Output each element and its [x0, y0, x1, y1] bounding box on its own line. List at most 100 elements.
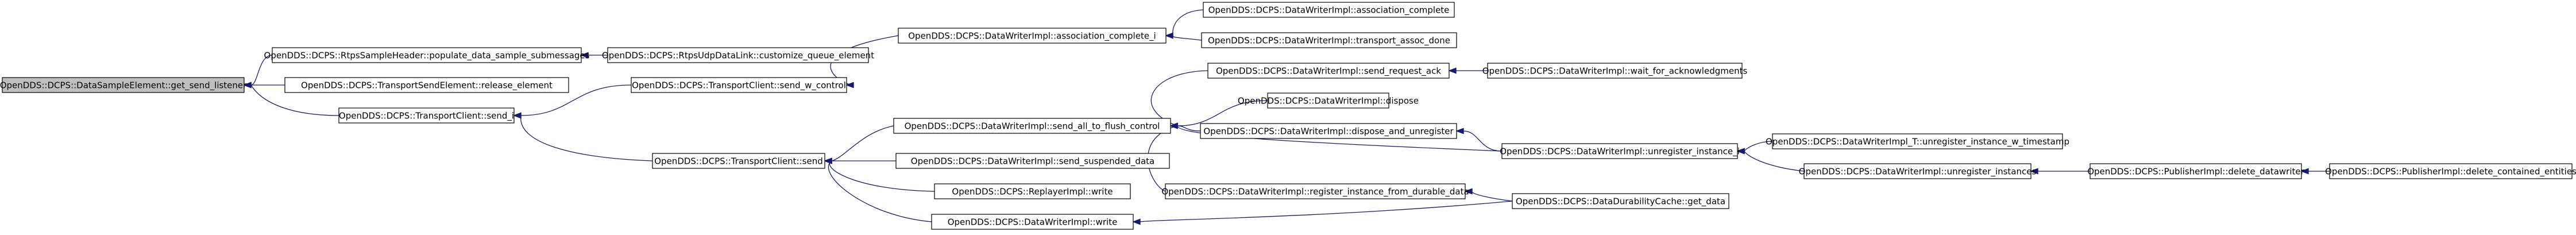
- edge-n6-to-n3: [520, 115, 653, 161]
- node-box[interactable]: [1772, 133, 2063, 149]
- node-box[interactable]: [1200, 123, 1457, 139]
- node-box[interactable]: [2329, 163, 2573, 179]
- caller-function-node[interactable]: OpenDDS::DCPS::DataWriterImpl::register_…: [1161, 183, 1469, 199]
- caller-function-node[interactable]: OpenDDS::DCPS::ReplayerImpl::write: [934, 183, 1131, 199]
- edge-n3-to-n0: [250, 84, 339, 116]
- arrowhead-n11-to-n6: [824, 157, 832, 164]
- caller-function-node[interactable]: OpenDDS::DCPS::RtpsSampleHeader::populat…: [264, 47, 590, 63]
- caller-function-node[interactable]: OpenDDS::DCPS::DataWriterImpl::send_requ…: [1207, 63, 1450, 79]
- caller-function-node[interactable]: OpenDDS::DCPS::DataWriterImpl::associati…: [1203, 2, 1455, 18]
- node-label: OpenDDS::DCPS::TransportClient::send: [654, 156, 822, 167]
- node-box[interactable]: [893, 118, 1171, 134]
- arrowhead-n19-to-n18: [1464, 188, 1473, 195]
- arrowhead-n22-to-n17: [1736, 148, 1745, 155]
- edge-n13-to-n7: [1172, 35, 1202, 41]
- node-box[interactable]: [1207, 63, 1450, 79]
- node-label: OpenDDS::DCPS::ReplayerImpl::write: [952, 187, 1113, 197]
- node-label: OpenDDS::DCPS::DataWriterImpl::wait_for_…: [1482, 66, 1748, 77]
- node-label: OpenDDS::DCPS::DataWriterImpl::unregiste…: [1500, 147, 1739, 157]
- node-box[interactable]: [1487, 63, 1743, 79]
- node-box[interactable]: [607, 47, 869, 63]
- node-box[interactable]: [1165, 183, 1466, 199]
- edge-n8-to-n6: [831, 125, 894, 161]
- node-label: OpenDDS::DCPS::DataDurabilityCache::get_…: [1516, 197, 1725, 207]
- edge-n12-to-n7: [1172, 9, 1204, 36]
- node-box[interactable]: [895, 153, 1170, 169]
- node-box[interactable]: [652, 153, 825, 169]
- caller-function-node[interactable]: OpenDDS::DCPS::RtpsUdpDataLink::customiz…: [602, 47, 874, 63]
- node-layer: OpenDDS::DCPS::DataSampleElement::get_se…: [0, 2, 2576, 230]
- edge-n21-to-n17: [1744, 141, 1773, 152]
- node-label: OpenDDS::DCPS::TransportClient::send_i: [339, 111, 514, 122]
- node-label: OpenDDS::DCPS::DataWriterImpl::dispose: [1238, 96, 1419, 106]
- arrowhead-n24-to-n23: [2300, 168, 2309, 175]
- caller-function-node[interactable]: OpenDDS::DCPS::TransportSendElement::rel…: [284, 77, 569, 93]
- caller-function-node[interactable]: OpenDDS::DCPS::DataWriterImpl::unregiste…: [1799, 163, 2037, 179]
- node-box[interactable]: [284, 77, 569, 93]
- caller-function-node[interactable]: OpenDDS::DCPS::DataWriterImpl::transport…: [1201, 32, 1457, 48]
- node-label: OpenDDS::DCPS::RtpsUdpDataLink::customiz…: [602, 51, 874, 61]
- caller-function-node[interactable]: OpenDDS::DCPS::DataWriterImpl::send_susp…: [895, 153, 1170, 169]
- arrowhead-n23-to-n22: [2030, 168, 2038, 175]
- edge-n1-to-n0: [250, 55, 273, 86]
- arrowhead-n3-to-n0: [243, 82, 252, 88]
- node-box[interactable]: [1501, 143, 1738, 159]
- node-box[interactable]: [1201, 32, 1457, 48]
- caller-function-node[interactable]: OpenDDS::DCPS::DataWriterImpl::write: [931, 214, 1134, 230]
- node-label: OpenDDS::DCPS::DataWriterImpl::associati…: [1208, 5, 1450, 16]
- node-label: OpenDDS::DCPS::RtpsSampleHeader::populat…: [264, 51, 590, 61]
- caller-function-node[interactable]: OpenDDS::DCPS::DataDurabilityCache::get_…: [1512, 193, 1729, 209]
- node-box[interactable]: [934, 183, 1131, 199]
- node-box[interactable]: [898, 28, 1167, 44]
- node-box[interactable]: [2, 77, 245, 93]
- root-function-node[interactable]: OpenDDS::DCPS::DataSampleElement::get_se…: [0, 77, 247, 93]
- caller-function-node[interactable]: OpenDDS::DCPS::PublisherImpl::delete_con…: [2325, 163, 2576, 179]
- caller-function-node[interactable]: OpenDDS::DCPS::PublisherImpl::delete_dat…: [2087, 163, 2305, 179]
- node-label: OpenDDS::DCPS::DataWriterImpl_T::unregis…: [1766, 137, 2069, 148]
- node-label: OpenDDS::DCPS::DataWriterImpl::send_susp…: [911, 156, 1154, 167]
- caller-function-node[interactable]: OpenDDS::DCPS::DataWriterImpl::send_all_…: [893, 118, 1171, 134]
- caller-function-node[interactable]: OpenDDS::DCPS::DataWriterImpl::dispose_a…: [1200, 123, 1457, 139]
- edge-n17-to-n8: [1177, 125, 1503, 152]
- node-label: OpenDDS::DCPS::TransportClient::send_w_c…: [632, 80, 846, 91]
- arrowhead-n18-to-n8: [1169, 122, 1178, 129]
- arrowhead-n4-to-n1: [580, 52, 589, 59]
- caller-function-node[interactable]: OpenDDS::DCPS::DataWriterImpl::unregiste…: [1500, 143, 1740, 159]
- edge-n14-to-n8: [1150, 70, 1208, 126]
- node-label: OpenDDS::DCPS::DataWriterImpl::write: [948, 217, 1118, 228]
- arrowhead-n17-to-n16: [1455, 128, 1464, 134]
- caller-function-node[interactable]: OpenDDS::DCPS::DataWriterImpl::dispose: [1238, 93, 1419, 109]
- caller-function-node[interactable]: OpenDDS::DCPS::DataWriterImpl::associati…: [898, 28, 1167, 44]
- node-label: OpenDDS::DCPS::DataWriterImpl::associati…: [908, 31, 1156, 42]
- node-box[interactable]: [2090, 163, 2302, 179]
- edge-n19-to-n11: [1140, 201, 1513, 222]
- arrowhead-n6-to-n3: [513, 112, 522, 119]
- edge-n11-to-n6: [828, 160, 932, 222]
- node-label: OpenDDS::DCPS::TransportSendElement::rel…: [301, 80, 553, 91]
- node-box[interactable]: [631, 77, 847, 93]
- node-label: OpenDDS::DCPS::PublisherImpl::delete_con…: [2325, 167, 2576, 178]
- caller-function-node[interactable]: OpenDDS::DCPS::TransportClient::send_w_c…: [631, 77, 847, 93]
- caller-function-node[interactable]: OpenDDS::DCPS::DataWriterImpl::wait_for_…: [1482, 63, 1748, 79]
- node-box[interactable]: [272, 47, 582, 63]
- node-box[interactable]: [931, 214, 1134, 230]
- arrowhead-n7-to-n5: [845, 82, 854, 88]
- edge-n19-to-n18: [1472, 191, 1513, 202]
- edge-n5-to-n3: [520, 84, 632, 116]
- node-label: OpenDDS::DCPS::DataWriterImpl::register_…: [1161, 187, 1469, 198]
- node-label: OpenDDS::DCPS::DataWriterImpl::unregiste…: [1799, 167, 2037, 178]
- node-box[interactable]: [1512, 193, 1729, 209]
- node-box[interactable]: [338, 107, 515, 124]
- node-box[interactable]: [1267, 93, 1389, 109]
- node-box[interactable]: [1203, 2, 1455, 18]
- node-box[interactable]: [1803, 163, 2032, 179]
- edge-n22-to-n17: [1744, 151, 1805, 172]
- arrowhead-n13-to-n7: [1165, 32, 1173, 39]
- caller-function-node[interactable]: OpenDDS::DCPS::DataWriterImpl_T::unregis…: [1766, 133, 2069, 149]
- caller-function-node[interactable]: OpenDDS::DCPS::TransportClient::send_i: [338, 107, 515, 124]
- edge-n16-to-n8: [1177, 125, 1201, 132]
- caller-function-node[interactable]: OpenDDS::DCPS::TransportClient::send: [652, 153, 825, 169]
- node-label: OpenDDS::DCPS::DataWriterImpl::send_all_…: [905, 121, 1160, 132]
- edge-n10-to-n6: [829, 160, 935, 192]
